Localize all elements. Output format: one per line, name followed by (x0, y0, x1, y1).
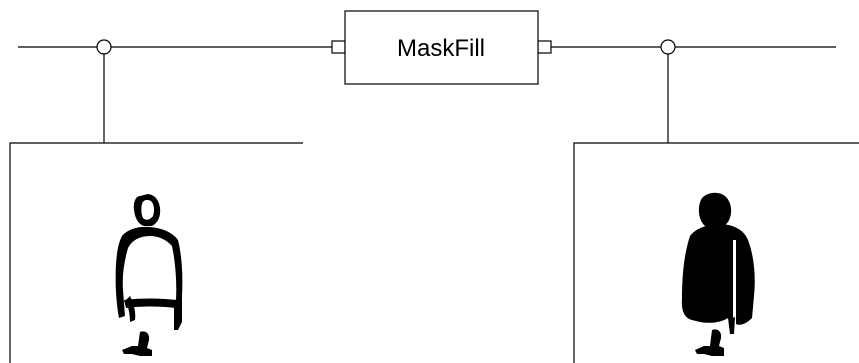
input-image-panel (9, 142, 303, 363)
maskfill-node-label: MaskFill (397, 35, 485, 62)
left-tap-circle[interactable] (96, 39, 112, 55)
filled-mask-silhouette (681, 192, 755, 356)
right-tap-circle[interactable] (660, 39, 676, 55)
maskfill-input-port[interactable] (331, 40, 346, 54)
output-image-frame (573, 142, 859, 363)
maskfill-output-port[interactable] (537, 40, 552, 54)
maskfill-node[interactable]: MaskFill (344, 10, 539, 85)
maskfill-node-box[interactable] (344, 10, 539, 85)
input-image-frame (9, 142, 303, 363)
input-mask-silhouette (115, 194, 183, 356)
output-image-panel (573, 142, 859, 363)
